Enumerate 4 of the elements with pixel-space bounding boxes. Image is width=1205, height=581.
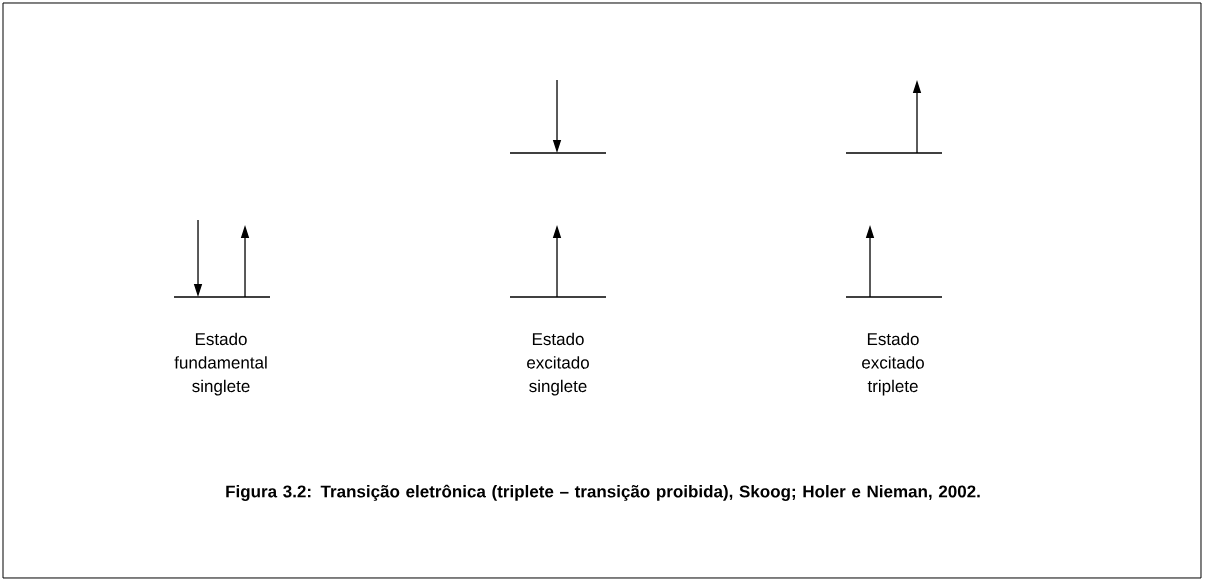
state-label: Estado fundamental singlete — [174, 332, 267, 396]
state-label: Estado excitado triplete — [862, 332, 924, 396]
caption: Figura 3.2: Transição eletrônica (triplete – transição proibida), Skoog; Holer e Nieman, 2002. — [226, 484, 980, 501]
state-label: Estado excitado singlete — [527, 332, 589, 396]
